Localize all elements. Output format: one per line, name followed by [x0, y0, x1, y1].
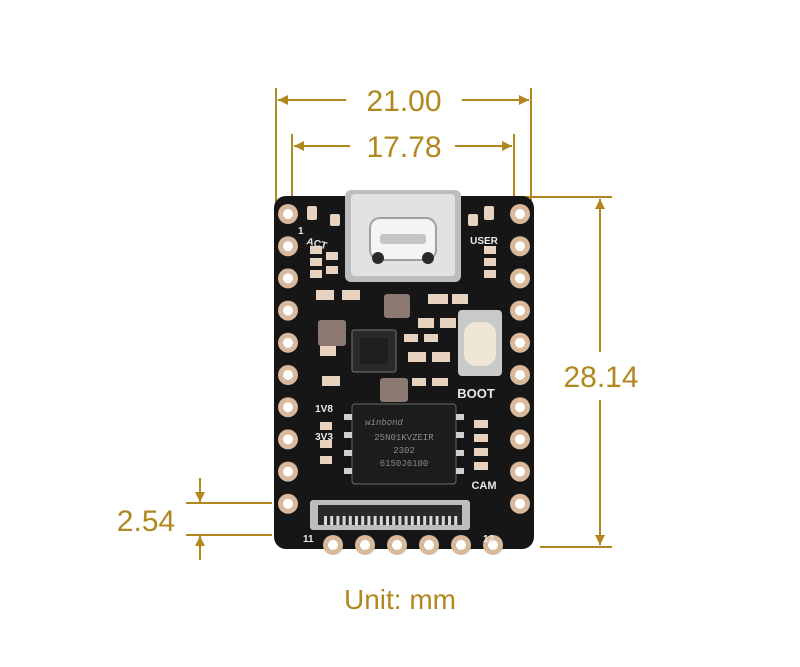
pad-bottom-hole — [488, 540, 498, 550]
fpc-pin — [423, 516, 427, 525]
pad-right-hole — [515, 498, 525, 509]
silk-act: ACT — [305, 236, 328, 252]
fpc-pin — [429, 516, 433, 525]
pad-right-hole — [515, 402, 525, 413]
pad-left-hole — [283, 305, 293, 316]
fpc-pin — [454, 516, 458, 525]
pad-right-hole — [515, 241, 525, 252]
fpc-pin — [336, 516, 340, 525]
silk-user: USER — [470, 236, 499, 247]
pad-left-hole — [283, 434, 293, 445]
silk-pin-11: 11 — [303, 534, 314, 545]
board-height-label: 28.14 — [563, 361, 638, 394]
pad-left-hole — [283, 466, 293, 477]
camera-connector — [310, 500, 470, 530]
dimension-labels: 21.00 17.78 28.14 2.54 — [117, 85, 639, 538]
silk-pin-12: 12 — [483, 534, 495, 545]
pad-bottom-hole — [328, 540, 338, 550]
pad-left-hole — [283, 498, 293, 509]
pad-right-hole — [515, 434, 525, 445]
fpc-pin — [373, 516, 377, 525]
pad-left-hole — [283, 370, 293, 380]
silkscreen: 1 ACT USER BOOT 1V8 3V3 CAM 11 12 — [298, 226, 499, 545]
silk-1v8: 1V8 — [315, 404, 333, 415]
fpc-pin — [392, 516, 396, 525]
pad-right-hole — [515, 305, 525, 316]
unit-label: Unit: mm — [344, 584, 456, 615]
pad-bottom-hole — [360, 540, 370, 550]
inductors — [318, 294, 410, 402]
pad-left-hole — [283, 273, 293, 284]
pad-bottom-hole — [456, 540, 466, 550]
fpc-pin — [441, 516, 445, 525]
fpc-pin — [348, 516, 352, 525]
silk-boot: BOOT — [457, 386, 495, 401]
boot-button — [458, 310, 502, 376]
fpc-pin — [330, 516, 334, 525]
pad-bottom-hole — [424, 540, 434, 550]
chip-line1: 25N01KVZEIR — [374, 433, 434, 443]
fpc-pin — [367, 516, 371, 525]
pad-left-hole — [283, 337, 293, 348]
controller-chip — [351, 329, 397, 373]
pad-right-hole — [515, 273, 525, 284]
silk-cam: CAM — [471, 480, 496, 492]
fpc-pin — [355, 516, 358, 525]
fpc-pin — [386, 516, 389, 525]
usb-c-connector — [345, 190, 461, 282]
fpc-pin — [417, 516, 420, 525]
fpc-pin — [410, 516, 414, 525]
chip-brand: winbond — [365, 418, 403, 428]
silk-pin-1: 1 — [298, 226, 304, 237]
fpc-pin — [342, 516, 346, 525]
pcb — [274, 196, 534, 549]
pin-span-width-label: 17.78 — [366, 131, 441, 164]
fpc-pin — [324, 516, 327, 525]
pad-right-hole — [515, 209, 525, 219]
chip-line2: 2302 — [393, 446, 415, 456]
fpc-pin — [404, 516, 408, 525]
silk-3v3: 3V3 — [315, 432, 333, 443]
smd-components — [307, 206, 496, 470]
pad-right-hole — [515, 370, 525, 380]
fpc-pin — [448, 516, 451, 525]
fpc-pin — [379, 516, 383, 525]
castellated-pads-left — [278, 204, 298, 514]
castellated-pads-right — [510, 204, 530, 514]
castellated-pads-bottom — [323, 535, 503, 555]
pad-left-hole — [283, 209, 293, 219]
pad-left-hole — [283, 241, 293, 252]
fpc-pin — [435, 516, 439, 525]
fpc-pin — [398, 516, 402, 525]
pad-left-hole — [283, 402, 293, 413]
chip-line3: 6150J6100 — [380, 459, 429, 469]
pad-right-hole — [515, 337, 525, 348]
board-width-label: 21.00 — [366, 85, 441, 118]
fpc-pin — [361, 516, 365, 525]
dimension-lines — [186, 88, 612, 560]
pad-right-hole — [515, 466, 525, 477]
pad-bottom-hole — [392, 540, 402, 550]
pin-pitch-label: 2.54 — [117, 505, 175, 538]
fpc-pins — [324, 516, 458, 525]
board: winbond 25N01KVZEIR 2302 6150J6100 1 ACT… — [274, 190, 534, 555]
flash-chip: winbond 25N01KVZEIR 2302 6150J6100 — [344, 403, 464, 485]
